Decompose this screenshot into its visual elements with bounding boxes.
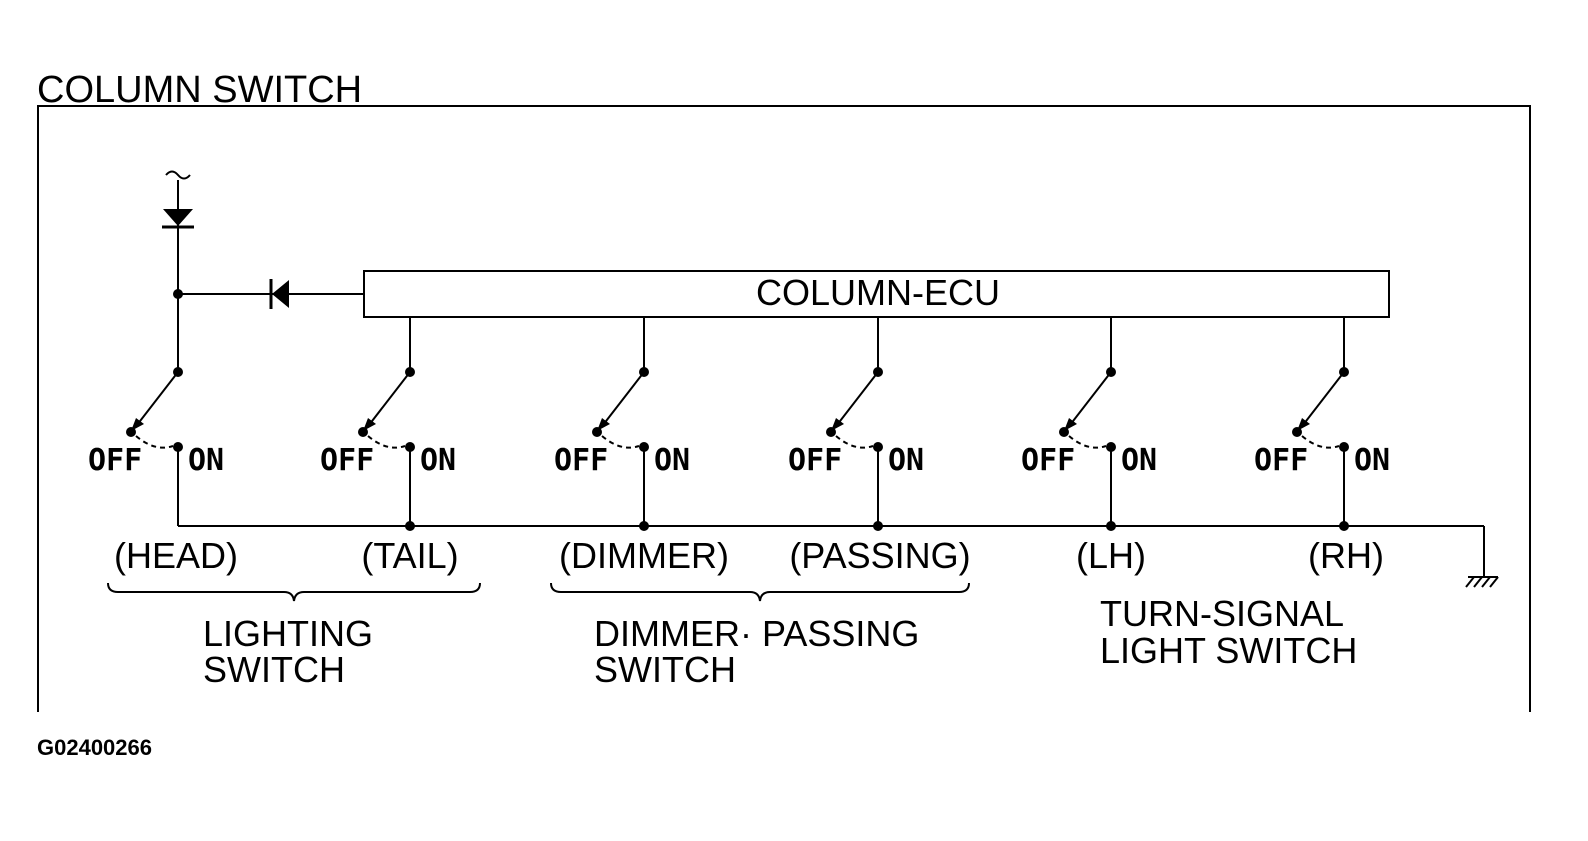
position-label-rh: (RH) [1308,535,1384,576]
switch-passing: OFF ON [788,317,924,526]
switch-arrow-icon [131,418,144,431]
switch-arm [136,371,179,426]
switch-off-contact [126,427,136,437]
bus-junction-dot [873,521,883,531]
switch-off-contact [1059,427,1069,437]
switch-on-label: ON [888,443,924,478]
switch-detent-dash [601,435,640,449]
figure-code: G02400266 [37,735,152,760]
column-ecu-label: COLUMN-ECU [756,272,1000,313]
switch-lh: OFF ON [1021,317,1157,526]
column-ecu-box [363,270,1390,318]
bus-junction-dot [1339,521,1349,531]
switch-arm [1302,371,1345,426]
switch-detent-dash [1068,435,1107,449]
turn-signal-label-line1: TURN-SIGNAL [1100,593,1344,634]
switch-arm [602,371,645,426]
lighting-switch-brace [107,582,481,602]
switch-arm [1069,371,1112,426]
column-switch-outline [37,105,1531,712]
turn-signal-label-line2: LIGHT SWITCH [1100,630,1357,671]
lighting-switch-label-line2: SWITCH [203,649,345,690]
switch-on-label: ON [188,443,224,478]
switch-detent-dash [835,435,874,449]
switch-rh: OFF ON [1254,317,1390,526]
ecu-diode-icon [269,279,289,309]
switch-off-contact [826,427,836,437]
main-diode-icon [162,209,194,229]
bus-junction-dot [405,521,415,531]
switch-off-label: OFF [1021,443,1075,478]
switch-off-label: OFF [88,443,142,478]
switch-off-contact [1292,427,1302,437]
switch-off-label: OFF [320,443,374,478]
position-label-dimmer: (DIMMER) [559,535,729,576]
switch-arm [836,371,879,426]
switch-arm [368,371,411,426]
dimmer-passing-label-line2: SWITCH [594,649,736,690]
switch-on-label: ON [420,443,456,478]
switch-off-label: OFF [788,443,842,478]
diagram-title: COLUMN SWITCH [37,69,362,111]
switch-on-label: ON [1354,443,1390,478]
switch-detent-dash [367,435,406,449]
power-supply-symbol [165,170,191,180]
switch-off-contact [358,427,368,437]
switch-arrow-icon [1297,418,1310,431]
switch-arrow-icon [1064,418,1077,431]
switch-head: OFF ON [88,367,224,526]
switch-arrow-icon [831,418,844,431]
switch-off-label: OFF [554,443,608,478]
switch-dimmer: OFF ON [554,317,690,526]
position-label-lh: (LH) [1076,535,1146,576]
position-label-passing: (PASSING) [789,535,970,576]
position-label-head: (HEAD) [114,535,238,576]
switch-detent-dash [1301,435,1340,449]
switch-off-contact [592,427,602,437]
switch-arrow-icon [597,418,610,431]
bus-junction-dot [639,521,649,531]
switch-tail: OFF ON [320,317,456,526]
lighting-switch-label-line1: LIGHTING [203,613,373,654]
position-label-tail: (TAIL) [361,535,458,576]
bus-junction-dot [1106,521,1116,531]
dimmer-passing-label-line1: DIMMER· PASSING [594,613,919,654]
dimmer-passing-brace [550,582,970,602]
switch-off-label: OFF [1254,443,1308,478]
ground-icon [1465,576,1499,588]
switch-on-label: ON [654,443,690,478]
switch-on-label: ON [1121,443,1157,478]
switch-detent-dash [135,435,174,449]
switch-arrow-icon [363,418,376,431]
